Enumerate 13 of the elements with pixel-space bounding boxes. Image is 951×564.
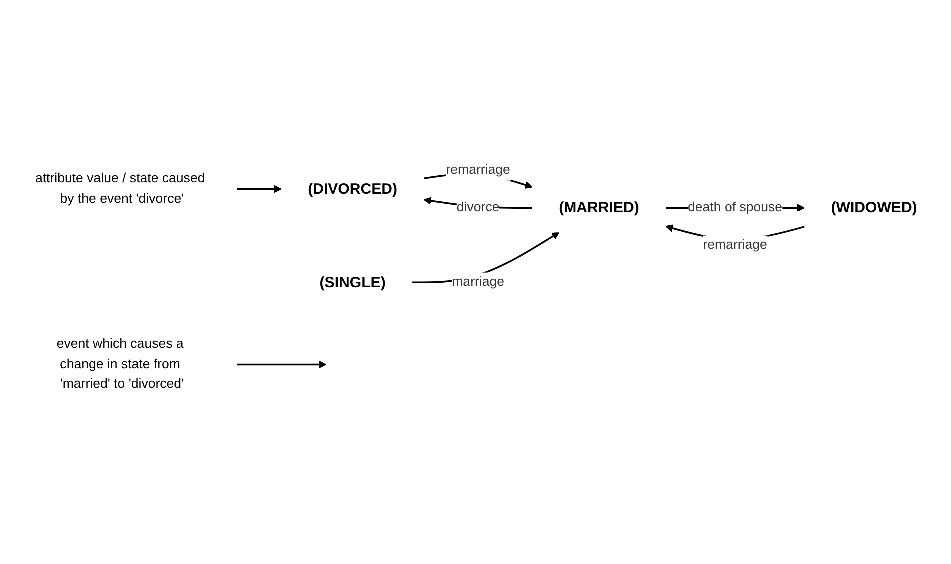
edge-label: death of spouse (688, 200, 783, 215)
node-text: (MARRIED) (559, 199, 640, 216)
arrow (237, 360, 327, 369)
edge-label: divorce (456, 200, 500, 215)
node-text: event which causes a change in state from 'married' to 'divorced' (56, 336, 184, 392)
edge-label: remarriage (703, 238, 768, 253)
node-text: (WIDOWED) (831, 199, 918, 216)
node-text: (DIVORCED) (308, 180, 398, 198)
edge-label: remarriage (446, 162, 510, 178)
arrow (237, 185, 282, 194)
node-text: (SINGLE) (320, 274, 386, 291)
edge-label: marriage (452, 274, 505, 290)
node-text: attribute value / state caused by the event 'divorce' (35, 171, 206, 206)
